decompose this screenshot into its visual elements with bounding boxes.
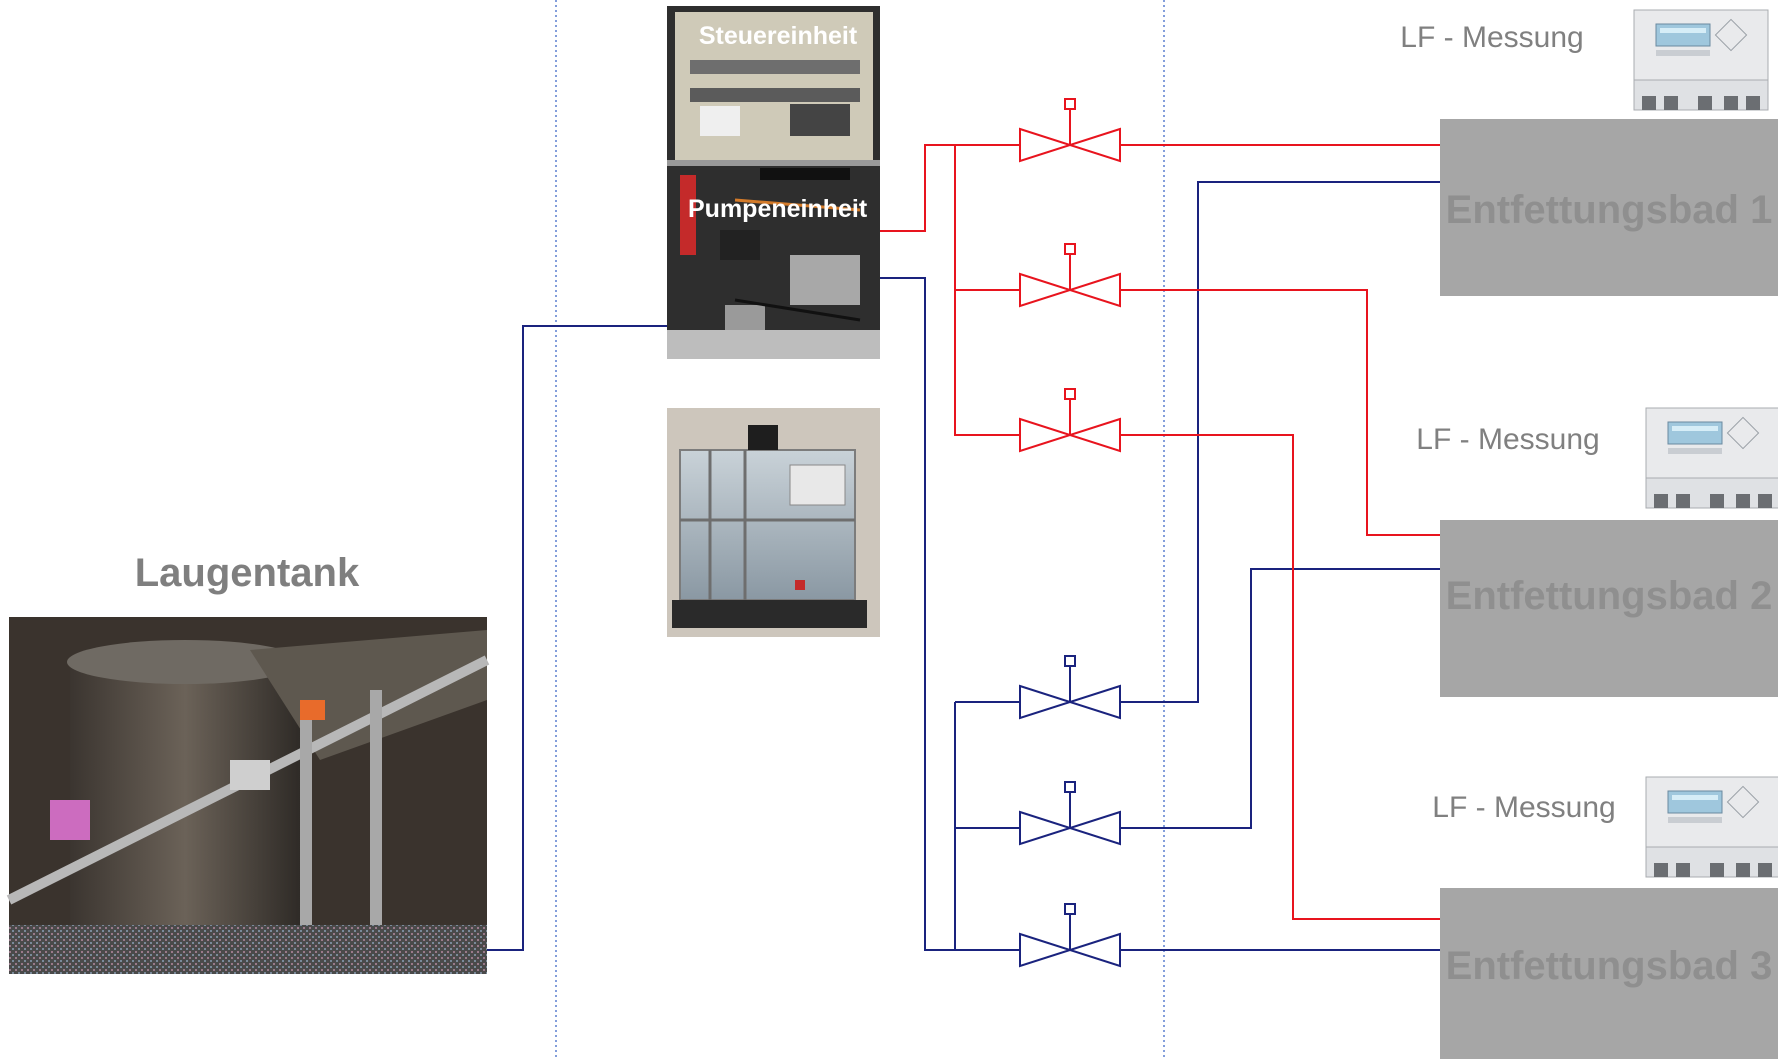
ibc-container-photo [667, 408, 880, 637]
lf-messung-label-1: LF - Messung [1400, 21, 1583, 54]
control-cabinet-photo: Steuereinheit Pumpeneinheit [667, 6, 880, 359]
blue-pipe-network [486, 181, 1440, 951]
tank-photo [6, 617, 490, 974]
meter-device-photo [1645, 407, 1778, 509]
valve-icon [1019, 388, 1121, 452]
valve-icon [1019, 781, 1121, 845]
meter-device-photo [1633, 9, 1769, 111]
bath-box-1 [1440, 119, 1778, 296]
bath-label-3: Entfettungsbad 3 [1446, 944, 1773, 988]
pumpeneinheit-label: Pumpeneinheit [688, 195, 868, 223]
meter-device-photo [1645, 776, 1778, 878]
valve-icon [1019, 98, 1121, 162]
valve-icon [1019, 243, 1121, 307]
valve-icon [1019, 655, 1121, 719]
steuereinheit-label: Steuereinheit [699, 22, 858, 50]
laugentank-label: Laugentank [135, 551, 360, 595]
valve-icon [1019, 903, 1121, 967]
bath-box-3 [1440, 888, 1778, 1059]
lf-messung-label-2: LF - Messung [1416, 423, 1599, 456]
bath-label-2: Entfettungsbad 2 [1446, 574, 1773, 618]
bath-box-2 [1440, 520, 1778, 697]
red-pipe-network [880, 144, 1440, 920]
bath-label-1: Entfettungsbad 1 [1446, 188, 1773, 232]
lf-messung-label-3: LF - Messung [1432, 791, 1615, 824]
